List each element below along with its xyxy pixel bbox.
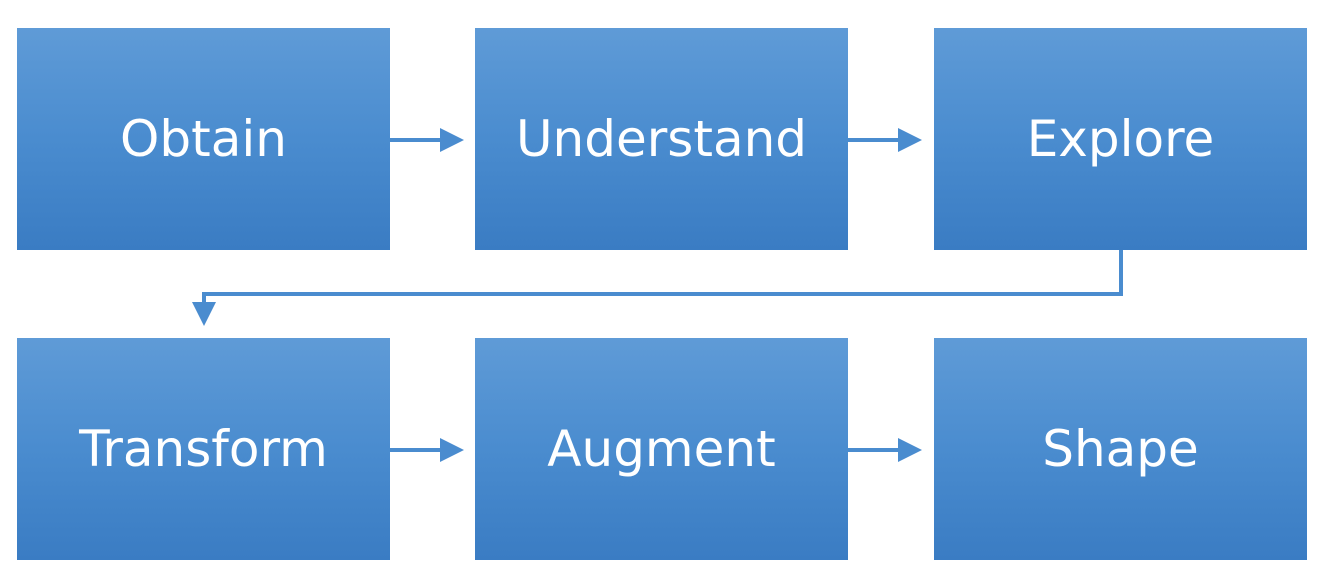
step-box-understand: Understand [475, 28, 848, 250]
arrow-explore-to-transform [192, 250, 1123, 326]
step-label: Obtain [120, 110, 287, 168]
step-label: Transform [79, 420, 328, 478]
step-box-augment: Augment [475, 338, 848, 560]
step-label: Explore [1026, 110, 1215, 168]
step-label: Shape [1042, 420, 1199, 478]
step-label: Augment [547, 420, 776, 478]
step-box-explore: Explore [934, 28, 1307, 250]
step-box-transform: Transform [17, 338, 390, 560]
step-label: Understand [515, 110, 808, 168]
step-box-shape: Shape [934, 338, 1307, 560]
step-box-obtain: Obtain [17, 28, 390, 250]
